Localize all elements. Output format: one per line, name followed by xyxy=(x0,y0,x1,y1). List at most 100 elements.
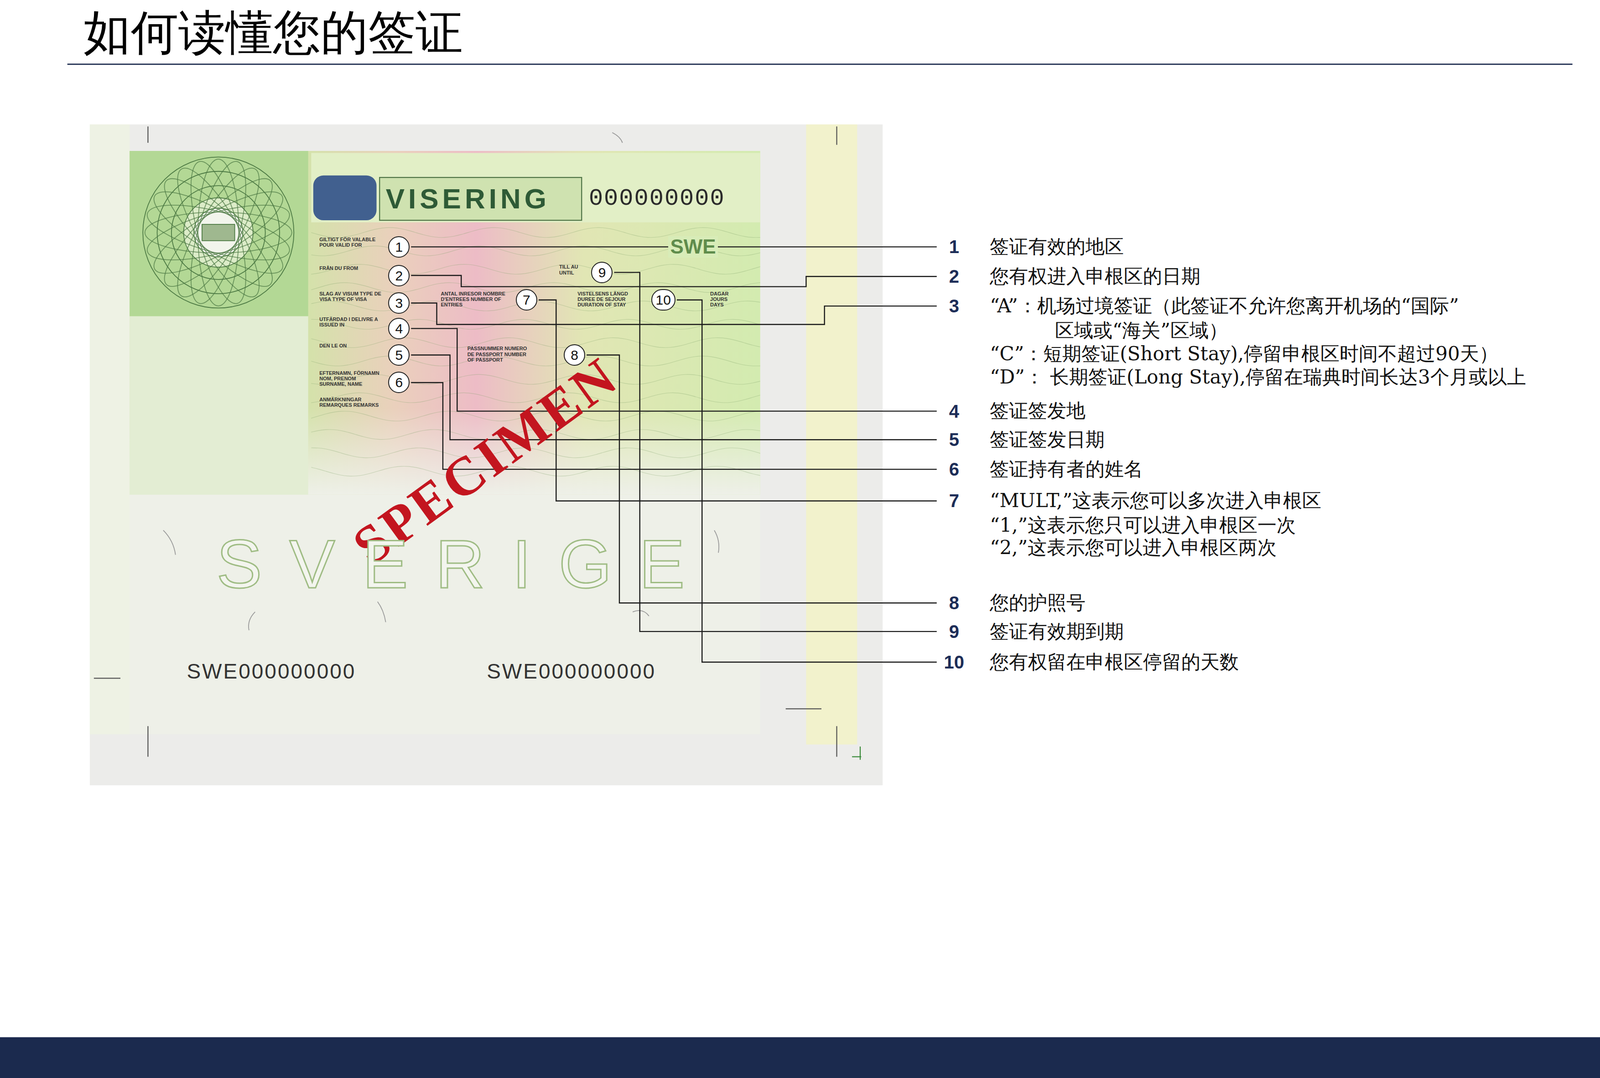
callout-circle: 1 xyxy=(388,236,410,258)
callout-number: 3 xyxy=(949,294,960,318)
visa-artwork xyxy=(859,746,861,760)
callout-circle: 2 xyxy=(388,264,410,287)
callout-number: 1 xyxy=(394,239,403,255)
visa-artwork xyxy=(785,708,822,710)
callout-circle: 3 xyxy=(388,292,410,314)
callout-number: 5 xyxy=(949,427,960,452)
field-label: PASSNUMMER NUMERO DE PASSPORT NUMBER OF … xyxy=(467,345,534,363)
visa-artwork xyxy=(151,166,285,299)
visa-artwork xyxy=(151,166,285,299)
visa-artwork xyxy=(144,178,293,288)
heading-box xyxy=(379,177,582,221)
visa-artwork xyxy=(714,530,719,553)
page-title: 如何读懂您的签证 xyxy=(83,4,463,62)
visa-artwork xyxy=(144,178,293,288)
visa-artwork xyxy=(197,159,239,307)
callout-circle: 5 xyxy=(388,344,410,366)
callout-number: 5 xyxy=(394,347,403,363)
rosette xyxy=(142,156,295,309)
field-label: GILTIGT FÖR VALABLE POUR VALID FOR xyxy=(319,236,384,248)
leader-line xyxy=(410,302,937,325)
callout-circle: 8 xyxy=(563,344,586,366)
field-label: ANMÄRKNINGAR REMARQUES REMARKS xyxy=(319,396,384,408)
callout-number: 1 xyxy=(949,234,960,259)
visa-artwork xyxy=(145,212,292,253)
visa-artwork xyxy=(836,726,837,757)
callout-number: 10 xyxy=(655,292,671,308)
callout-circle: 7 xyxy=(515,289,538,311)
callout-text: “1,”这表示您只可以进入申根区一次 xyxy=(989,513,1296,539)
visa-band xyxy=(129,150,761,495)
callout-text: 签证有效的地区 xyxy=(989,234,1124,260)
visa-artwork xyxy=(142,193,295,272)
callout-number: 3 xyxy=(394,295,403,311)
footer-band xyxy=(0,1037,1600,1078)
visa-artwork xyxy=(171,185,266,280)
visa-artwork xyxy=(157,171,280,294)
visa-artwork xyxy=(151,166,285,299)
callout-text: 签证签发日期 xyxy=(989,427,1105,453)
field-label: DAGAR JOURS DAYS xyxy=(710,290,738,308)
callout-text: 您有权留在申根区停留的天数 xyxy=(989,649,1239,676)
visa-strip xyxy=(805,124,858,745)
callout-text: “MULT,”这表示您可以多次进入申根区 xyxy=(989,488,1322,514)
visa-artwork xyxy=(248,612,255,631)
callout-number: 9 xyxy=(598,264,607,281)
visa-number: SWE000000000 xyxy=(186,659,356,684)
callout-number: 9 xyxy=(949,619,960,644)
rosette-ground xyxy=(129,150,309,317)
callout-text: 签证有效期到期 xyxy=(989,619,1124,645)
leader-line xyxy=(410,328,937,411)
visa-artwork xyxy=(179,156,258,309)
visa-artwork xyxy=(163,158,273,307)
visa-artwork xyxy=(836,126,837,145)
visa-artwork xyxy=(163,158,273,307)
visa-artwork xyxy=(163,530,176,556)
visa-heading: VISERING xyxy=(385,184,551,213)
field-label: EFTERNAMN, FÖRNAMN NOM, PRENOM SURNAME, … xyxy=(319,370,384,387)
visa-artwork xyxy=(311,466,760,477)
callout-number: 8 xyxy=(949,591,960,615)
callout-number: 7 xyxy=(522,292,531,308)
callout-text: 签证签发地 xyxy=(989,398,1086,424)
field-label: TILL AU UNTIL xyxy=(559,264,581,276)
visa-artwork xyxy=(202,224,235,241)
field-label: SLAG AV VISUM TYPE DE VISA TYPE OF VISA xyxy=(319,290,384,302)
callout-text: “D”： 长期签证(Long Stay),停留在瑞典时间长达3个月或以上 xyxy=(989,364,1527,390)
callout-text: “C”：短期签证(Short Stay),停留申根区时间不超过90天） xyxy=(989,341,1498,367)
callout-circle: 6 xyxy=(388,371,410,394)
visa-artwork xyxy=(311,356,760,367)
callout-number: 2 xyxy=(949,264,960,289)
field-label: ANTAL INRESOR NOMBRE D'ENTREES NUMBER OF… xyxy=(440,290,510,308)
field-label: VISTELSENS LÄNGD DUREE DE SEJOUR DURATIO… xyxy=(577,290,635,308)
title-rule xyxy=(67,63,1573,65)
callout-number: 4 xyxy=(394,321,403,337)
callout-number: 7 xyxy=(949,488,960,513)
field-label: DEN LE ON xyxy=(319,342,384,349)
visa-artwork xyxy=(147,726,149,757)
visa-artwork xyxy=(144,178,293,288)
visa-lower xyxy=(129,494,761,735)
visa-artwork xyxy=(612,132,623,143)
visa-artwork xyxy=(142,193,295,272)
country-watermark: SVERIGE xyxy=(216,529,713,599)
visa-artwork xyxy=(377,602,386,623)
visa-artwork xyxy=(144,178,293,288)
callout-text: “2,”这表示您可以进入申根区两次 xyxy=(989,535,1277,561)
serial-number: 000000000 xyxy=(588,187,726,211)
visa-artwork xyxy=(163,158,273,307)
callout-number: 6 xyxy=(394,374,403,390)
visa-artwork xyxy=(197,159,239,307)
callout-text: 您有权进入申根区的日期 xyxy=(989,264,1201,290)
visa-artwork xyxy=(311,264,760,275)
visa-artwork xyxy=(179,156,258,309)
visa-artwork xyxy=(151,166,285,299)
visa-artwork xyxy=(147,126,149,143)
callout-text: 您的护照号 xyxy=(989,590,1086,616)
trim-marks xyxy=(93,126,862,760)
emblem xyxy=(313,175,377,221)
callout-number: 4 xyxy=(949,399,960,424)
